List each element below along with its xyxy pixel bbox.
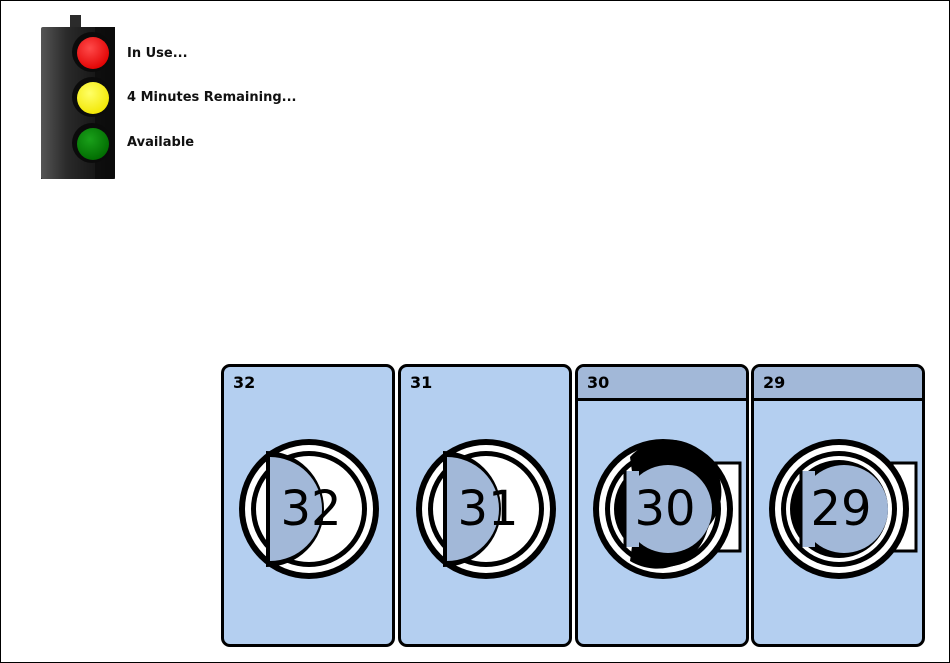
dryer-drum-icon <box>593 439 742 579</box>
drum-number: 30 <box>634 481 696 537</box>
machine-id-label: 31 <box>410 373 433 392</box>
control-panel <box>578 367 746 401</box>
machine-31[interactable]: 31 31 <box>398 364 572 647</box>
status-legend: In Use... 4 Minutes Remaining... Availab… <box>39 15 359 185</box>
washer-drum-icon <box>416 439 556 579</box>
machine-29[interactable]: 29 29 <box>751 364 925 647</box>
dryer-drum-icon <box>769 439 918 579</box>
legend-available-label: Available <box>127 135 195 150</box>
drum-number: 31 <box>457 481 519 537</box>
yellow-light-icon <box>77 82 109 114</box>
traffic-light-icon <box>41 15 115 179</box>
legend-in-use-label: In Use... <box>127 46 188 61</box>
red-light-icon <box>77 37 109 69</box>
drum-number: 32 <box>280 481 342 537</box>
washer-drum-icon <box>239 439 379 579</box>
machine-id-label: 29 <box>763 373 786 392</box>
machine-id-label: 32 <box>233 373 256 392</box>
drum-number: 29 <box>810 481 872 537</box>
legend-remaining-label: 4 Minutes Remaining... <box>127 90 297 105</box>
machine-id-label: 30 <box>587 373 610 392</box>
green-light-icon <box>77 128 109 160</box>
machine-32[interactable]: 32 32 <box>221 364 395 647</box>
control-panel <box>754 367 922 401</box>
machine-30[interactable]: 30 30 <box>575 364 749 647</box>
